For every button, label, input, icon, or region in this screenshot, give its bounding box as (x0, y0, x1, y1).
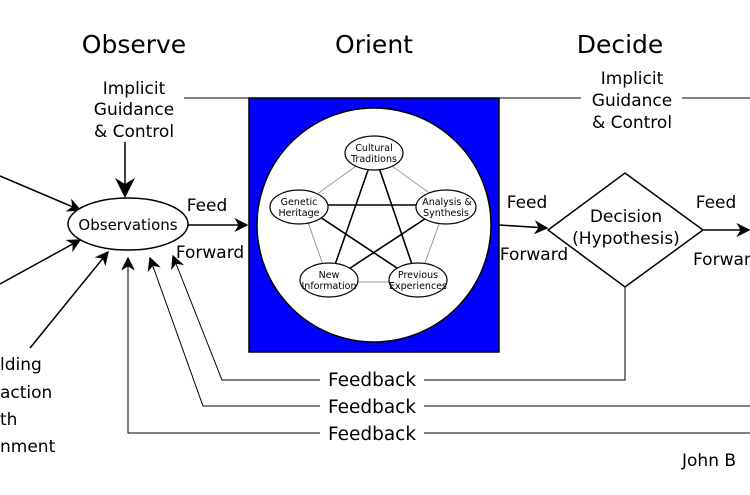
orient-pentagram (299, 150, 449, 284)
implicit-guidance-right-line-1: Implicit (601, 69, 664, 89)
observations-node (67, 197, 189, 251)
implicit-guidance-left-line-2: Guidance (94, 100, 174, 120)
unfolding-interaction-line-4: nment (0, 437, 56, 457)
feedback-3-label: Feedback (328, 424, 416, 445)
cultural-traditions-line-2: Traditions (350, 154, 397, 165)
previous-experiences-line-2: Experiences (389, 281, 447, 292)
feed-forward-3-bottom: Forwar (693, 250, 750, 270)
unfolding-interaction-arrow (29, 250, 109, 349)
feedback-2-line-b (147, 256, 320, 407)
analysis-synthesis-line-2: Synthesis (423, 208, 469, 219)
cultural-traditions-line-1: Cultural (355, 143, 392, 154)
previous-experiences-line-1: Previous (398, 270, 438, 281)
genetic-heritage-line-1: Genetic (281, 197, 318, 208)
feedback-1-label: Feedback (328, 370, 416, 391)
implicit-guidance-left-line-3: & Control (94, 122, 174, 142)
new-information-line-1: New (319, 270, 340, 281)
implicit-guidance-right-line-2: Guidance (592, 91, 672, 111)
cultural-traditions-node (344, 135, 404, 171)
decision-label-line-2: (Hypothesis) (572, 229, 680, 249)
analysis-synthesis-node (415, 189, 477, 225)
feed-forward-2-bottom: Forward (500, 245, 568, 265)
author-credit: John B (681, 451, 736, 471)
header-decide: Decide (577, 30, 664, 59)
feed-forward-2-arrow (498, 220, 549, 235)
outside-info-arrow-1 (0, 175, 82, 212)
feed-forward-1-bottom: Forward (176, 243, 244, 263)
outside-info-arrow-2 (0, 239, 82, 285)
previous-experiences-node (388, 262, 448, 298)
header-observe: Observe (82, 30, 186, 59)
feedback-1-line-a (424, 287, 626, 381)
header-orient: Orient (335, 30, 413, 59)
genetic-heritage-node (269, 189, 329, 225)
new-information-line-2: Information (302, 281, 357, 292)
feedback-3-line-b (121, 256, 320, 434)
feedback-2-label: Feedback (328, 397, 416, 418)
new-information-node (299, 262, 359, 298)
implicit-guidance-left-line-1: Implicit (103, 79, 166, 99)
feed-forward-2-top: Feed (507, 193, 548, 213)
feed-forward-1-top: Feed (187, 196, 228, 216)
genetic-heritage-line-2: Heritage (279, 208, 320, 219)
analysis-synthesis-line-1: Analysis & (422, 197, 472, 208)
implicit-guidance-right-line-3: & Control (592, 113, 672, 133)
feedback-1-line-b (171, 254, 320, 381)
unfolding-interaction-line-1: lding (0, 355, 42, 375)
observations-label: Observations (78, 216, 177, 234)
unfolding-interaction-line-2: action (0, 383, 52, 403)
feed-forward-3-top: Feed (696, 193, 737, 213)
decision-label-line-1: Decision (590, 207, 662, 227)
unfolding-interaction-line-3: th (0, 410, 17, 430)
